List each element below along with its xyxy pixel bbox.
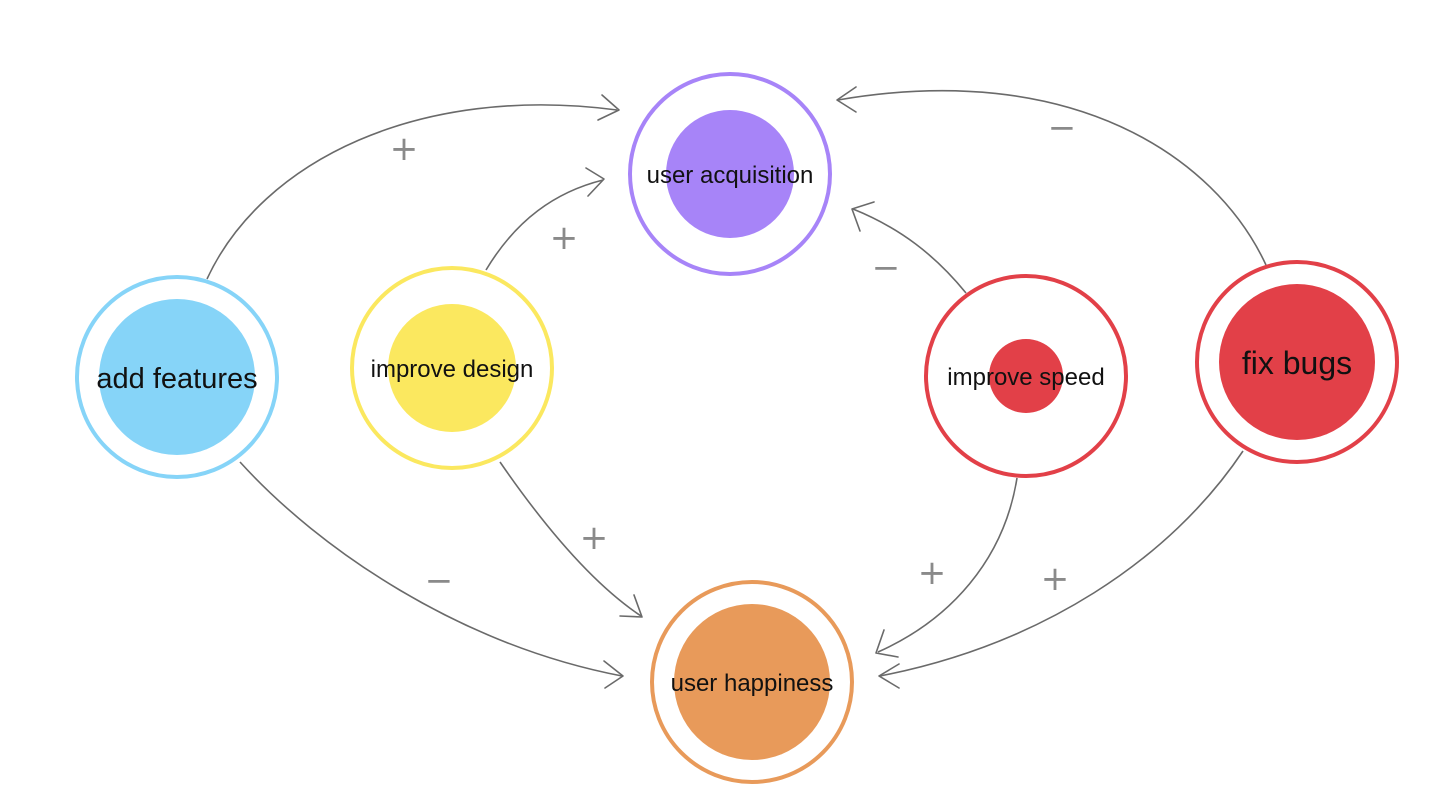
node-core <box>989 339 1063 413</box>
edge-sign: + <box>550 218 579 258</box>
node-label: fix bugs <box>1242 345 1352 381</box>
arrow-head <box>878 663 900 689</box>
node-label: improve speed <box>947 364 1104 391</box>
edge-improve-speed-to-user-acquisition: − <box>851 201 967 294</box>
node-add-features[interactable]: add features <box>75 275 279 479</box>
nodes: user acquisition add features improve de… <box>75 72 1399 784</box>
node-label: improve design <box>371 356 534 383</box>
edge-sign: − <box>425 561 454 601</box>
edge-sign: − <box>872 248 901 288</box>
node-user-acquisition[interactable]: user acquisition <box>628 72 832 276</box>
edge-line <box>837 89 1267 266</box>
edge-line <box>239 461 623 677</box>
arrow-head <box>851 201 875 232</box>
arrow-head <box>597 94 620 121</box>
edge-improve-design-to-user-happiness: + <box>499 461 643 618</box>
node-core <box>99 299 255 455</box>
edge-add-features-to-user-acquisition: + <box>206 94 620 280</box>
node-improve-design[interactable]: improve design <box>350 266 554 470</box>
edge-improve-speed-to-user-happiness: + <box>875 477 1018 658</box>
edge-improve-design-to-user-acquisition: + <box>485 167 605 271</box>
node-label: user acquisition <box>647 162 814 189</box>
node-label: add features <box>96 363 257 395</box>
edge-fix-bugs-to-user-acquisition: − <box>836 86 1267 266</box>
edge-sign: − <box>1048 108 1077 148</box>
edge-line <box>852 208 967 294</box>
node-fix-bugs[interactable]: fix bugs <box>1195 260 1399 464</box>
node-core <box>666 110 794 238</box>
edge-line <box>877 477 1018 653</box>
arrow-head <box>585 167 605 197</box>
edge-sign: + <box>918 553 947 593</box>
node-user-happiness[interactable]: user happiness <box>650 580 854 784</box>
arrow-head <box>603 660 624 689</box>
edge-line <box>206 104 618 280</box>
edge-line <box>499 461 642 617</box>
node-core <box>1219 284 1375 440</box>
node-improve-speed[interactable]: improve speed <box>924 274 1128 478</box>
node-label: user happiness <box>671 670 834 697</box>
edge-sign: + <box>390 129 419 169</box>
edge-sign: + <box>580 518 609 558</box>
edges: + + − − − + <box>206 86 1267 689</box>
arrow-head <box>619 594 643 618</box>
edge-fix-bugs-to-user-happiness: + <box>878 450 1244 689</box>
edge-line <box>879 450 1244 677</box>
arrow-head <box>875 629 899 658</box>
node-core <box>674 604 830 760</box>
edge-add-features-to-user-happiness: − <box>239 461 624 689</box>
node-core <box>388 304 516 432</box>
arrow-head <box>836 86 857 113</box>
edge-sign: + <box>1041 559 1070 599</box>
edge-line <box>485 179 604 271</box>
